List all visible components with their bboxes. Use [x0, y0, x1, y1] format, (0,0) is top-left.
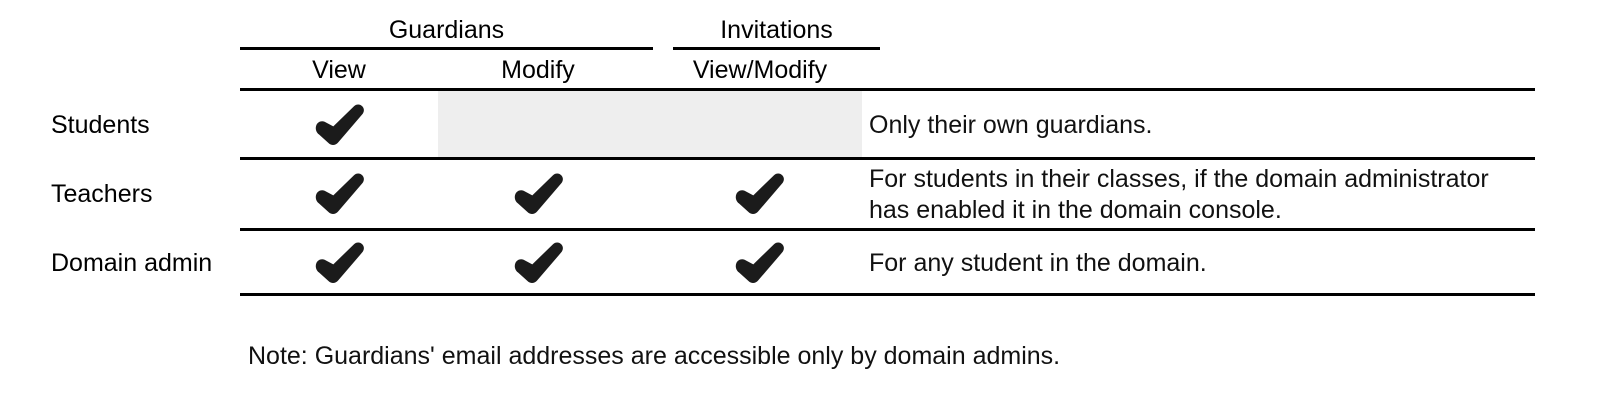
- check-mark-icon: [313, 172, 367, 216]
- table-rule-after-teachers: [240, 228, 1535, 231]
- table-rule-header-bottom: [240, 88, 1535, 91]
- column-group-header-guardians: Guardians: [388, 16, 505, 44]
- disabled-cell-students-invitations-view-modify: [656, 91, 862, 157]
- group-rule-guardians: [240, 47, 653, 50]
- column-header-invitations-view-modify: View/Modify: [692, 56, 828, 84]
- check-mark-icon: [313, 241, 367, 285]
- check-mark-icon: [733, 241, 787, 285]
- disabled-cell-students-guardians-modify: [438, 91, 656, 157]
- row-description-students: Only their own guardians.: [869, 111, 1153, 139]
- footnote: Note: Guardians' email addresses are acc…: [248, 342, 1061, 370]
- check-mark-icon: [512, 241, 566, 285]
- row-description-domain-admin: For any student in the domain.: [869, 249, 1207, 277]
- row-description-teachers: For students in their classes, if the do…: [869, 165, 1489, 224]
- check-mark-icon: [512, 172, 566, 216]
- row-label-students: Students: [51, 111, 150, 139]
- column-header-guardians-modify: Modify: [501, 56, 575, 84]
- column-header-guardians-view: View: [312, 56, 366, 84]
- table-rule-bottom: [240, 293, 1535, 296]
- check-mark-icon: [733, 172, 787, 216]
- row-label-teachers: Teachers: [51, 180, 153, 208]
- table-rule-after-students: [240, 157, 1535, 160]
- check-mark-icon: [313, 103, 367, 147]
- column-group-header-invitations: Invitations: [720, 16, 833, 44]
- row-label-domain-admin: Domain admin: [51, 249, 213, 277]
- group-rule-invitations: [673, 47, 880, 50]
